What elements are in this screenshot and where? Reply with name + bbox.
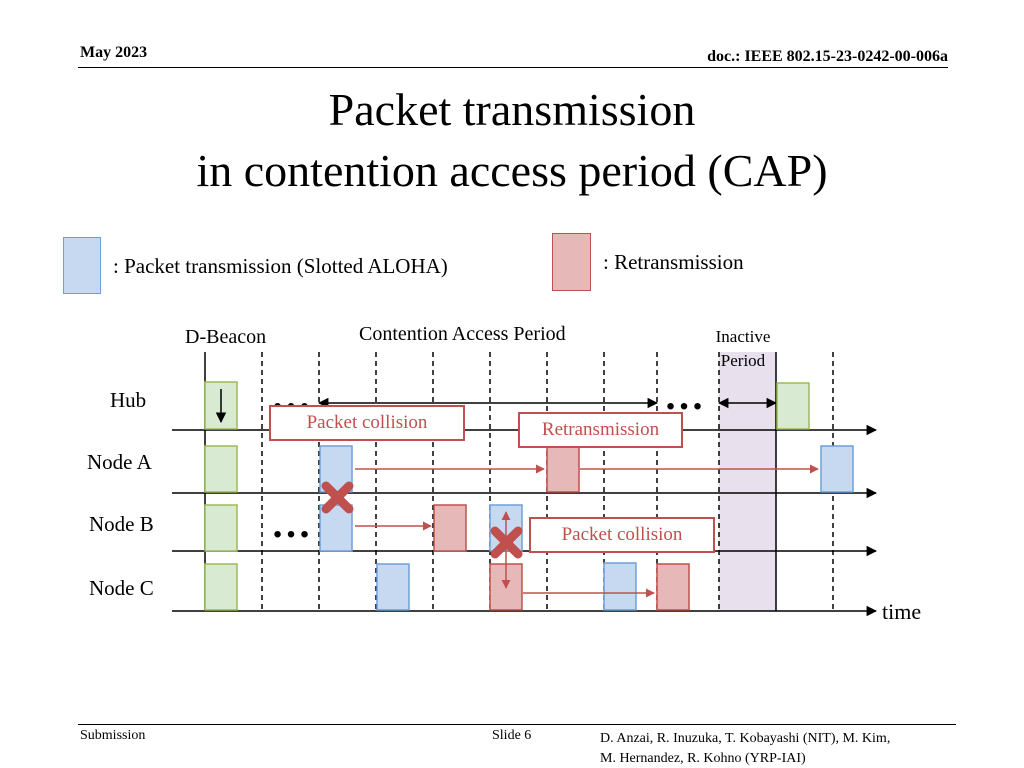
- header-divider: [78, 67, 948, 68]
- slide-title-line1: Packet transmission: [328, 84, 696, 135]
- node-c-packet: [376, 563, 410, 611]
- hub-next-beacon: [776, 382, 810, 430]
- node-a-retransmission: [546, 445, 580, 493]
- ellipsis-node-b: …: [271, 501, 311, 546]
- row-label-hub: Hub: [110, 388, 147, 412]
- row-label-node-a: Node A: [87, 450, 152, 474]
- row-label-node-c: Node C: [89, 576, 154, 600]
- node-a-packet-next-superframe: [820, 445, 854, 493]
- collision-x-icon: [321, 481, 354, 514]
- ellipsis-hub-right: …: [664, 373, 704, 418]
- footer-authors-line1: D. Anzai, R. Inuzuka, T. Kobayashi (NIT)…: [600, 731, 891, 746]
- collision-x-icon: [490, 526, 523, 559]
- node-c-beacon: [204, 563, 238, 611]
- footer-divider: [78, 724, 956, 725]
- footer-slide-number: Slide 6: [492, 728, 532, 743]
- inactive-period-label: Inactive Period: [693, 325, 793, 373]
- callout-packet-collision-1: Packet collision: [269, 405, 465, 441]
- header-date: May 2023: [80, 44, 148, 61]
- node-c-retransmission: [656, 563, 690, 611]
- legend-packet-swatch: [63, 237, 101, 294]
- node-b-beacon: [204, 504, 238, 552]
- inactive-label-line1: Inactive: [715, 327, 771, 346]
- callout-retransmission: Retransmission: [518, 412, 683, 448]
- legend-retransmission-swatch: [552, 233, 591, 291]
- cap-label: Contention Access Period: [359, 323, 566, 345]
- time-axis-label: time: [882, 599, 922, 624]
- d-beacon-label: D-Beacon: [185, 326, 267, 348]
- legend-retransmission-label: : Retransmission: [603, 250, 744, 274]
- footer-submission: Submission: [80, 728, 146, 743]
- inactive-label-line2: Period: [720, 351, 766, 370]
- slide-title-line2: in contention access period (CAP): [196, 145, 828, 196]
- row-label-node-b: Node B: [89, 512, 154, 536]
- footer-authors-line2: M. Hernandez, R. Kohno (YRP-IAI): [600, 751, 806, 766]
- node-b-retransmission: [433, 504, 467, 552]
- node-a-beacon: [204, 445, 238, 493]
- callout-packet-collision-2: Packet collision: [529, 517, 715, 553]
- legend-packet-label: : Packet transmission (Slotted ALOHA): [113, 254, 448, 278]
- header-doc-id: doc.: IEEE 802.15-23-0242-00-006a: [707, 48, 948, 65]
- inactive-period-region: [719, 352, 776, 611]
- node-c-packet-2: [603, 562, 637, 611]
